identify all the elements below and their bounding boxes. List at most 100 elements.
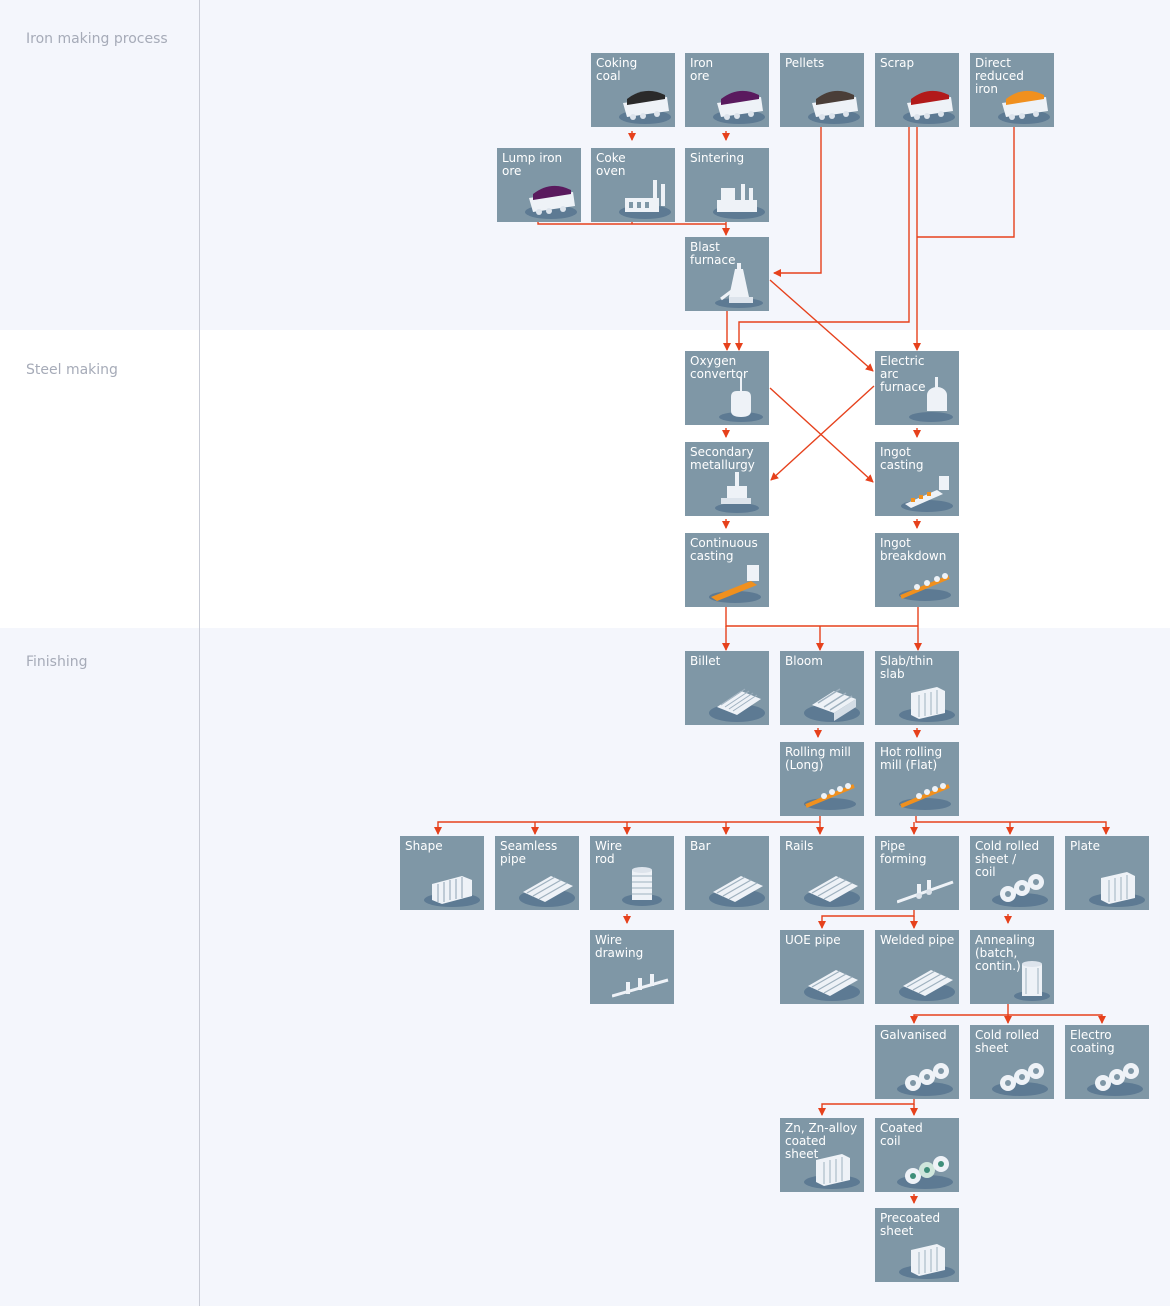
tile-label: Lump iron ore	[502, 151, 563, 178]
tile-label: Iron ore	[690, 56, 714, 83]
bloom-stack-icon	[804, 688, 860, 722]
tile-label: Shape	[405, 839, 443, 853]
rail-bundle-icon	[804, 876, 860, 907]
tile-label: Wire drawing	[595, 933, 644, 960]
coke-oven-plant-icon	[619, 180, 671, 219]
breakdown-mill-icon	[899, 573, 951, 601]
tile-label: Rails	[785, 839, 814, 853]
tile-rolling-mill-long: Rolling mill (Long)	[780, 742, 864, 816]
tile-precoated-sheet: Precoated sheet	[875, 1208, 959, 1282]
hot-strip-mill-icon	[899, 783, 951, 810]
precoated-sheet-icon	[899, 1244, 955, 1279]
tile-label: Wire rod	[595, 839, 622, 866]
tile-hot-rolling-mill-flat: Hot rolling mill (Flat)	[875, 742, 959, 816]
tile-direct-reduced-iron: Direct reduced iron	[970, 53, 1054, 127]
iron-making-band	[0, 0, 1170, 330]
section-divider	[199, 0, 200, 1306]
tile-shape: Shape	[400, 836, 484, 910]
tile-wire-rod: Wire rod	[590, 836, 674, 910]
tile-label: Electric arc furnace	[880, 354, 926, 394]
tile-galvanised: Galvanised	[875, 1025, 959, 1099]
tile-label: Rolling mill (Long)	[785, 745, 851, 772]
tile-label: Slab/thin slab	[880, 654, 934, 681]
tile-label: Pellets	[785, 56, 825, 70]
tile-label: Hot rolling mill (Flat)	[880, 745, 943, 772]
scrap-wagon-icon	[903, 90, 955, 124]
section-label-finishing: Finishing	[26, 654, 88, 670]
tile-label: Coke oven	[596, 151, 626, 178]
tile-label: Seamless pipe	[500, 839, 558, 866]
tile-label: Plate	[1070, 839, 1101, 853]
tile-coke-oven: Coke oven	[591, 148, 675, 222]
tile-electric-arc-furnace: Electric arc furnace	[875, 351, 959, 425]
tile-iron-ore: Iron ore	[685, 53, 769, 127]
tile-label: Coated coil	[880, 1121, 923, 1148]
tile-label: Galvanised	[880, 1028, 947, 1042]
uoe-pipe-icon	[804, 970, 860, 1001]
tile-pellets: Pellets	[780, 53, 864, 127]
section-label-steel-making: Steel making	[26, 362, 118, 378]
tile-rails: Rails	[780, 836, 864, 910]
tile-slab-thin-slab: Slab/thin slab	[875, 651, 959, 725]
dri-wagon-icon	[998, 90, 1050, 124]
lump-ore-wagon-icon	[525, 185, 577, 219]
tile-uoe-pipe: UOE pipe	[780, 930, 864, 1004]
shape-beams-icon	[424, 876, 480, 907]
tile-label: UOE pipe	[785, 933, 841, 947]
tile-label: Bloom	[785, 654, 823, 668]
wire-coil-icon	[622, 867, 662, 906]
tile-label: Oxygen convertor	[690, 354, 748, 381]
tile-bloom: Bloom	[780, 651, 864, 725]
tile-secondary-metallurgy: Secondary metallurgy	[685, 442, 769, 516]
welded-pipe-icon	[899, 970, 955, 1001]
coated-coils-icon	[897, 1156, 953, 1189]
tile-blast-furnace: Blast furnace	[685, 237, 769, 311]
tile-label: Cold rolled sheet / coil	[975, 839, 1040, 879]
caster-icon	[709, 565, 761, 603]
tile-label: Zn, Zn-alloy coated sheet	[785, 1121, 858, 1161]
tile-label: Precoated sheet	[880, 1211, 941, 1238]
convertor-icon	[719, 377, 763, 422]
coal-wagon-icon	[619, 90, 671, 124]
section-label-iron-making: Iron making process	[26, 31, 168, 47]
bar-bundle-icon	[709, 876, 765, 907]
tile-continuous-casting: Continuous casting	[685, 533, 769, 607]
tile-zn-alloy-coated-sheet: Zn, Zn-alloy coated sheet	[780, 1118, 864, 1192]
tile-label: Ingot casting	[880, 445, 924, 472]
pipe-forming-icon	[897, 880, 954, 904]
tile-label: Coking coal	[596, 56, 638, 83]
tile-wire-drawing: Wire drawing	[590, 930, 674, 1004]
slab-icon	[899, 687, 955, 722]
tile-pipe-forming: Pipe forming	[875, 836, 959, 910]
tile-annealing: Annealing (batch, contin.)	[970, 930, 1054, 1004]
pipe-bundle-icon	[519, 876, 575, 907]
steel-making-band	[0, 330, 1170, 628]
tile-ingot-casting: Ingot casting	[875, 442, 959, 516]
tile-plate: Plate	[1065, 836, 1149, 910]
tile-label: Annealing (batch, contin.)	[975, 933, 1036, 973]
tile-ingot-breakdown: Ingot breakdown	[875, 533, 959, 607]
tile-cold-rolled-sheet-coil: Cold rolled sheet / coil	[970, 836, 1054, 910]
tile-scrap: Scrap	[875, 53, 959, 127]
plate-stack-icon	[1089, 872, 1145, 907]
tile-label: Sintering	[690, 151, 745, 165]
tile-label: Billet	[690, 654, 721, 668]
blast-furnace-icon	[715, 263, 763, 308]
tile-label: Bar	[690, 839, 711, 853]
tile-welded-pipe: Welded pipe	[875, 930, 959, 1004]
tile-label: Secondary metallurgy	[690, 445, 755, 472]
tile-bar: Bar	[685, 836, 769, 910]
tile-billet: Billet	[685, 651, 769, 725]
tile-lump-iron-ore: Lump iron ore	[497, 148, 581, 222]
tile-label: Blast furnace	[690, 240, 736, 267]
tile-oxygen-convertor: Oxygen convertor	[685, 351, 769, 425]
ladle-furnace-icon	[715, 472, 759, 513]
tile-label: Electro coating	[1070, 1028, 1115, 1055]
tile-seamless-pipe: Seamless pipe	[495, 836, 579, 910]
galvanised-coils-icon	[897, 1063, 953, 1096]
billet-stack-icon	[709, 688, 765, 722]
tile-cold-rolled-sheet: Cold rolled sheet	[970, 1025, 1054, 1099]
coated-sheet-icon	[804, 1154, 860, 1189]
wire-drawing-icon	[612, 974, 669, 998]
tile-label: Ingot breakdown	[880, 536, 947, 563]
